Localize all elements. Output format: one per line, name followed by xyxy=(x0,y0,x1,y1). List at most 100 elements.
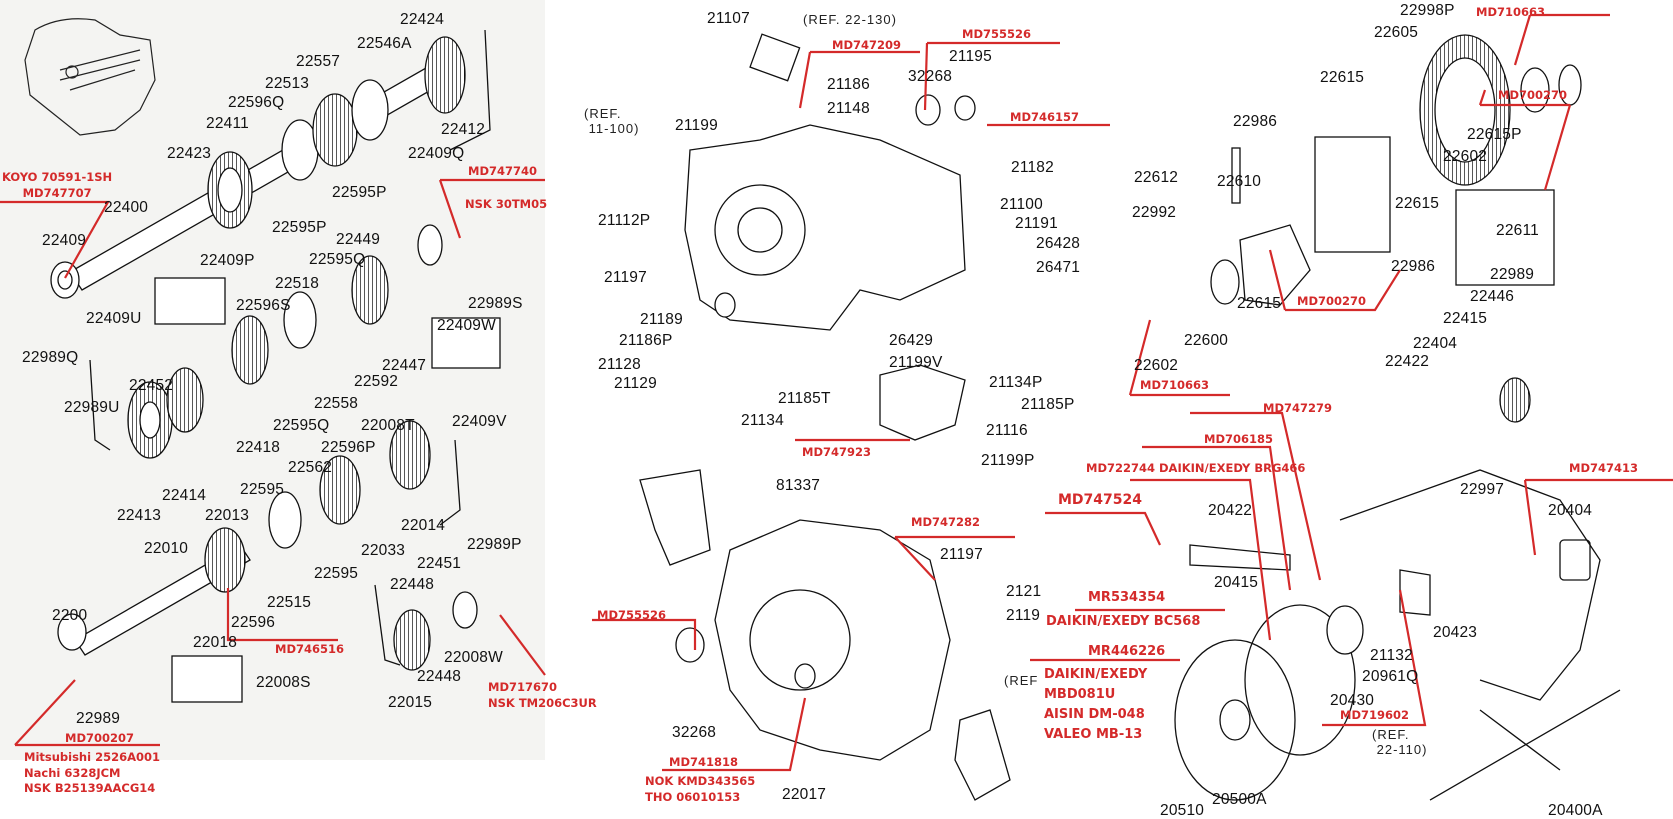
cross-reference-line: MD755526 xyxy=(962,27,1031,41)
part-label: 21197 xyxy=(940,546,983,563)
cross-reference-line: NOK KMD343565 xyxy=(645,774,756,788)
part-label: 22423 xyxy=(167,145,212,162)
part-label: 22422 xyxy=(1385,353,1430,370)
reference-label: (REF. 11-100) xyxy=(584,106,640,136)
cross-reference-note: MR534354 xyxy=(1088,588,1165,608)
part-label: 21195 xyxy=(949,48,992,65)
reference-label: (REF. 22-130) xyxy=(803,12,897,27)
cross-reference-line: AISIN DM-048 xyxy=(1044,707,1145,723)
part-label: 22008S xyxy=(256,674,311,691)
part-label: 22992 xyxy=(1132,204,1177,221)
part-label: 22989P xyxy=(467,536,522,553)
part-label: 22424 xyxy=(400,11,445,28)
cross-reference-line: MD747707 xyxy=(22,185,92,200)
part-label: 22595Q xyxy=(273,417,330,434)
cross-reference-line: Nachi 6328JCM xyxy=(24,765,121,780)
part-label: 22989 xyxy=(76,710,121,727)
part-label: 22989U xyxy=(64,399,120,416)
cross-reference-note: MD755526 xyxy=(962,27,1031,43)
cross-reference-note: MD747923 xyxy=(802,445,871,461)
part-label: 20510 xyxy=(1160,802,1205,819)
cross-reference-line: MD717670 xyxy=(488,680,557,694)
part-label: 22447 xyxy=(382,357,427,374)
part-label: 20422 xyxy=(1208,502,1253,519)
part-label: 22997 xyxy=(1460,481,1505,498)
part-label: 21129 xyxy=(614,375,657,392)
part-label: 22596Q xyxy=(228,94,285,111)
part-label: 22602 xyxy=(1134,357,1179,374)
counter-gear-assembly xyxy=(89,224,501,459)
cross-reference-line: MD700270 xyxy=(1297,294,1366,308)
part-label: 20961Q xyxy=(1362,668,1419,685)
part-label: 22411 xyxy=(206,115,249,132)
part-label: 22449 xyxy=(336,231,381,248)
cross-reference-note: MD706185 xyxy=(1204,432,1273,448)
part-label: 22413 xyxy=(117,507,162,524)
part-label: 22986 xyxy=(1391,258,1436,275)
part-label: 22592 xyxy=(354,373,399,390)
part-label: 22596S xyxy=(236,297,291,314)
cross-reference-line: MD741818 xyxy=(669,755,738,769)
cross-reference-note: MD710663 xyxy=(1476,5,1545,21)
part-label: 22452 xyxy=(129,377,174,394)
part-label: 22008W xyxy=(444,649,503,666)
part-label: 20423 xyxy=(1433,624,1478,641)
cross-reference-line: MD710663 xyxy=(1476,5,1545,19)
part-label: 22615 xyxy=(1320,69,1365,86)
output-shaft-assembly xyxy=(57,420,478,703)
part-label: 2119 xyxy=(1006,607,1041,624)
part-label: 22015 xyxy=(388,694,433,711)
part-label: 21148 xyxy=(827,100,870,117)
part-label: 32268 xyxy=(908,68,953,85)
cross-reference-line: NSK TM206C3UR xyxy=(488,695,597,710)
part-label: 20400A xyxy=(1548,802,1603,819)
reference-label: (REF xyxy=(1004,673,1039,688)
cross-reference-note: MD747282 xyxy=(911,515,980,531)
cross-reference-note: MD747524 xyxy=(1058,491,1142,510)
part-label: 22595P xyxy=(332,184,387,201)
part-label: 22409Q xyxy=(408,145,465,162)
part-label: 21186P xyxy=(619,332,673,349)
part-label: 2200 xyxy=(52,607,88,624)
cross-reference-line: MD722744 DAIKIN/EXEDY BRG466 xyxy=(1086,461,1306,475)
cross-reference-line: MD746157 xyxy=(1010,110,1079,124)
cross-reference-note: MD722744 DAIKIN/EXEDY BRG466 xyxy=(1086,461,1305,477)
part-label: 22989Q xyxy=(22,349,79,366)
cross-reference-line: MD747740 xyxy=(468,164,537,178)
part-label: 21197 xyxy=(604,269,647,286)
part-label: 22409 xyxy=(42,232,87,249)
part-label: 21185P xyxy=(1021,396,1075,413)
part-label: 22418 xyxy=(236,439,281,456)
part-label: 21134 xyxy=(741,412,784,429)
cross-reference-note: MD741818 xyxy=(669,755,738,771)
cross-reference-note: MD700270 xyxy=(1498,88,1567,104)
cross-reference-note: MD719602 xyxy=(1340,708,1409,724)
clutch-assembly xyxy=(1174,469,1621,801)
cross-reference-line: KOYO 70591-1SH xyxy=(2,170,113,184)
part-label: 22612 xyxy=(1134,169,1179,186)
part-label: 22518 xyxy=(275,275,320,292)
part-label: 20430 xyxy=(1330,692,1375,709)
part-label: 22595 xyxy=(240,481,285,498)
cross-reference-line: MD746516 xyxy=(275,642,344,656)
cross-reference-line: VALEO MB-13 xyxy=(1044,727,1143,743)
part-label: 22558 xyxy=(314,395,359,412)
part-label: 22010 xyxy=(144,540,189,557)
part-label: 22998P xyxy=(1400,2,1455,19)
cross-reference-note: MD746516 xyxy=(275,642,344,658)
part-label: 22562 xyxy=(288,459,333,476)
part-label: 32268 xyxy=(672,724,717,741)
cross-reference-line: Mitsubishi 2526A001 xyxy=(24,750,160,764)
part-label: 21189 xyxy=(640,311,683,328)
part-label: 22451 xyxy=(417,555,462,572)
cross-reference-line: MR446226 xyxy=(1088,644,1166,659)
part-label: 26471 xyxy=(1036,259,1081,276)
part-label: 22013 xyxy=(205,507,250,524)
part-label: 22546A xyxy=(357,35,412,52)
cross-reference-line: MD710663 xyxy=(1140,378,1209,392)
cross-reference-note: NSK 30TM05 xyxy=(465,197,547,213)
differential-assembly xyxy=(1210,34,1582,423)
cross-reference-line: MBD081U xyxy=(1044,687,1116,703)
